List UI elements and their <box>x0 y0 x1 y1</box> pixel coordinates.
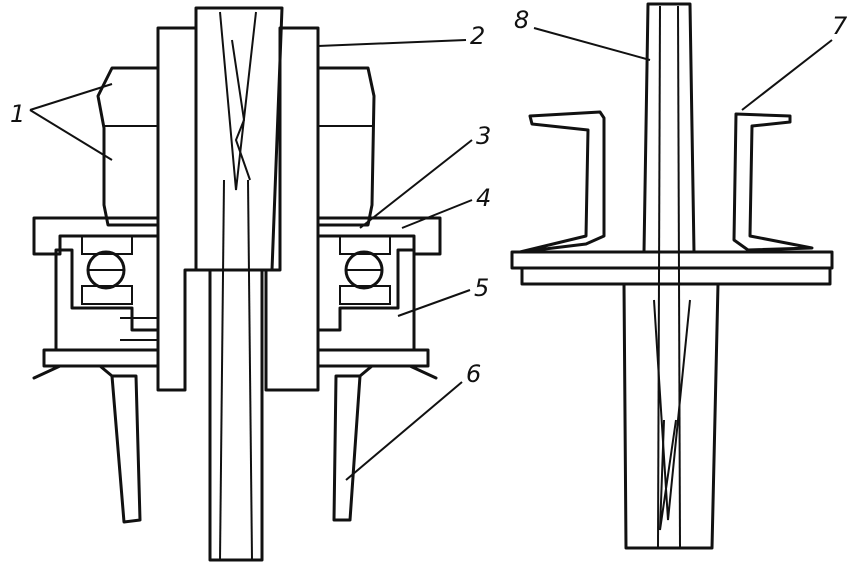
bracket-left <box>518 110 606 254</box>
housing-body-left <box>54 248 160 352</box>
central-rod <box>208 268 264 562</box>
seal-right-bottom <box>339 285 391 305</box>
base-plate <box>42 348 160 368</box>
label-8: 8 <box>514 6 529 34</box>
housing-cap-left <box>32 216 160 256</box>
mount-plate <box>510 250 834 270</box>
seal-left-top <box>81 235 133 255</box>
seal-right-top <box>339 235 391 255</box>
bracket-right <box>732 112 814 252</box>
rod-8 <box>642 2 696 254</box>
label-3: 3 <box>476 122 491 150</box>
label-1: 1 <box>10 100 25 128</box>
label-4: 4 <box>476 184 491 212</box>
leg-right <box>332 374 362 522</box>
label-5: 5 <box>474 274 489 302</box>
seal-left-bottom <box>81 285 133 305</box>
left-assembly <box>32 6 442 562</box>
mount-plate-lower <box>520 266 832 286</box>
nut-left <box>96 66 160 227</box>
tube-body <box>622 282 720 550</box>
nut-right <box>316 66 376 227</box>
label-2: 2 <box>470 22 485 50</box>
sleeve-right-wall <box>264 26 320 392</box>
right-assembly <box>510 2 834 550</box>
sleeve-left-wall <box>156 26 198 392</box>
collet-cone <box>194 6 284 272</box>
base-plate-right <box>316 348 430 368</box>
housing-body-right <box>316 248 416 352</box>
leader-lines <box>29 27 833 481</box>
label-6: 6 <box>466 360 481 388</box>
label-7: 7 <box>832 12 848 40</box>
leg-left <box>110 374 142 524</box>
